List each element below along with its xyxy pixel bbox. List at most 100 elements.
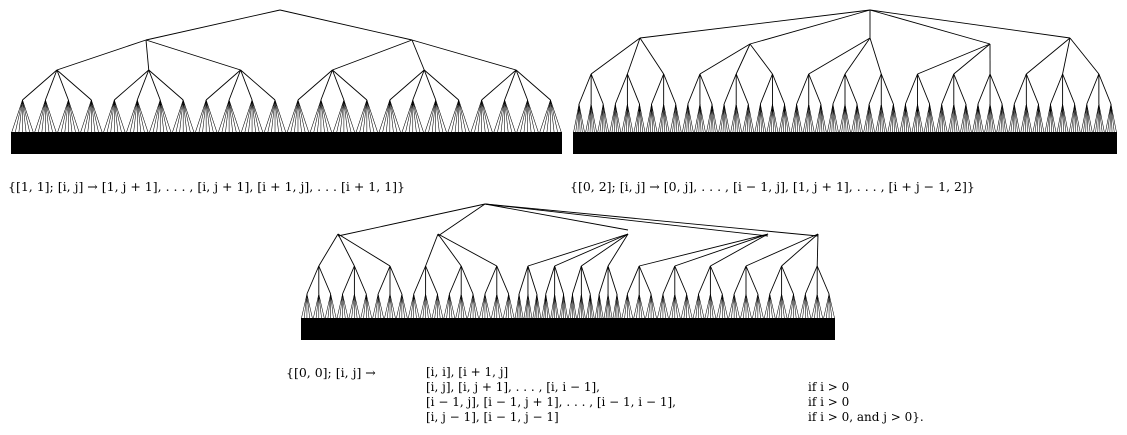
tree-1-leaf-edge xyxy=(248,99,253,133)
tree-3-leaf-edge xyxy=(764,293,771,319)
tree-1-leaf-edge xyxy=(68,99,73,133)
tree-2-edge-l1-48 xyxy=(1026,37,1071,75)
tree-3-leaf-edge xyxy=(472,293,477,319)
tree-1-leaf-edge xyxy=(205,99,218,133)
tree-2-leaf-edge xyxy=(744,103,749,133)
tree-2-leaf-edge xyxy=(599,103,604,133)
tree-3-leaf-edge xyxy=(360,293,367,319)
tree-3-leaf-edge xyxy=(710,293,717,319)
tree-1-leaf-edge xyxy=(366,99,378,133)
tree-1-leaf-edge xyxy=(182,99,191,133)
tree-1-leaf-edge xyxy=(297,99,302,133)
tree-1-leaf-edge xyxy=(481,99,486,133)
tree-1-leaf-edge xyxy=(159,99,165,133)
tree-2-leaf-edge xyxy=(953,103,960,133)
tree-3-leaf-edge xyxy=(588,293,591,319)
tree-3-edge-l2-23 xyxy=(496,265,510,295)
tree-2-leaf-edge xyxy=(759,103,761,133)
tree-1-leaf-edge xyxy=(435,99,447,133)
tree-1-leaf-edge xyxy=(412,99,424,133)
tree-3-leaf-edge xyxy=(496,293,503,319)
tree-3-leaf-edge xyxy=(541,293,547,319)
tree-2-leaf-edge xyxy=(675,103,680,133)
tree-2-leaf-edge xyxy=(929,103,931,133)
tree-3-edge-root-1 xyxy=(437,203,486,237)
tree-3-leaf-edge xyxy=(721,293,728,319)
tree-1-leaf-edge xyxy=(202,99,207,133)
tree-2-leaf-edge xyxy=(889,103,894,133)
tree-1-leaf-edge xyxy=(80,99,92,133)
tree-1-leaf-edge xyxy=(543,99,551,133)
tree-2-leaf-edge xyxy=(1050,103,1052,133)
tree-2-leaf-edge xyxy=(651,103,656,133)
tree-2-leaf-edge xyxy=(1086,103,1089,133)
tree-3-edge-l2-3 xyxy=(318,265,332,295)
tree-3-edge-l2-49 xyxy=(698,265,711,295)
tree-3-edge-l2-47 xyxy=(674,265,688,295)
tree-2-edge-l2-29 xyxy=(832,73,846,105)
tree-2-leaf-edge xyxy=(796,103,801,133)
tree-2-edge-l2-19 xyxy=(735,73,749,105)
tree-3-leaf-edge xyxy=(662,293,666,319)
tree-2-leaf-edge xyxy=(1012,103,1015,133)
tree-3-edge-l2-57 xyxy=(769,265,783,295)
tree-3-leaf-edge xyxy=(790,293,794,319)
tree-2-leaf-edge xyxy=(760,103,762,133)
tree-2-leaf-edge xyxy=(1050,103,1057,133)
tree-3-edge-l1-36 xyxy=(607,233,629,267)
tree-2-leaf-edge xyxy=(832,103,839,133)
tree-2-leaf-edge xyxy=(911,103,918,133)
tree-2-leaf-edge xyxy=(639,103,644,133)
tree-2-leaf-edge xyxy=(899,103,906,133)
tree-2-edge-l1-16 xyxy=(735,43,751,75)
tree-3-leaf-edge xyxy=(443,293,450,319)
tree-2-edge-l2-51 xyxy=(1025,73,1039,105)
tree-2-edge-l2-21 xyxy=(759,73,773,105)
tree-2-leaf-edge xyxy=(784,103,786,133)
tree-1-caption: {[1, 1]; [i, j] → [1, j + 1], . . . , [i… xyxy=(8,179,405,194)
tree-2-leaf-edge xyxy=(1071,103,1075,133)
tree-1-leaf-edge xyxy=(225,99,230,133)
tree-1-leaf-edge xyxy=(114,99,126,133)
tree-3-leaf-edge xyxy=(534,293,538,319)
tree-3-leaf-edge xyxy=(577,293,582,319)
tree-2-leaf-edge xyxy=(827,103,834,133)
tree-1-leaf-edge xyxy=(91,99,103,133)
tree-3-leaf-edge xyxy=(570,293,573,319)
tree-2-leaf-edge xyxy=(844,103,851,133)
tree-2-edge-l2-25 xyxy=(796,73,810,105)
tree-2-leaf-edge xyxy=(746,103,749,133)
tree-2-leaf-edge xyxy=(639,103,641,133)
tree-3-leaf-edge xyxy=(437,293,441,319)
tree-2-leaf-edge xyxy=(893,103,897,133)
tree-2-edge-l2-27 xyxy=(808,73,822,105)
tree-1-leaf-edge xyxy=(320,99,325,133)
tree-3-leaf-edge xyxy=(523,293,529,319)
tree-2-leaf-edge xyxy=(1049,103,1051,133)
tree-2-leaf-edge xyxy=(590,103,595,133)
tree-1-edge-l1-20 xyxy=(411,39,425,71)
tree-1-leaf-edge xyxy=(15,99,23,133)
tree-3-leaf-edge xyxy=(648,293,652,319)
tree-3-leaf-edge xyxy=(303,293,308,319)
tree-2-leaf-edge xyxy=(621,103,628,133)
tree-2-leaf-edge xyxy=(893,103,900,133)
tree-3-leaf-edge xyxy=(659,293,664,319)
tree-2-leaf-edge xyxy=(880,103,887,133)
tree-3-leaf-edge xyxy=(586,293,591,319)
tree-3-leaf-edge xyxy=(596,293,600,319)
tree-2-leaf-edge xyxy=(748,103,752,133)
tree-3-leaf-edge xyxy=(419,293,426,319)
tree-3-leaf-edge xyxy=(805,293,809,319)
tree-2-leaf-edge xyxy=(853,103,858,133)
tree-3-leaf-edge xyxy=(811,293,818,319)
tree-1-leaf-edge xyxy=(287,99,299,133)
tree-1-svg xyxy=(11,9,562,154)
tree-3-leaf-edge xyxy=(532,293,538,319)
tree-3-leaf-edge xyxy=(733,293,740,319)
tree-1-leaf-edge xyxy=(408,99,414,133)
tree-1-leaf-edge xyxy=(129,99,138,133)
tree-2-leaf-edge xyxy=(589,103,592,133)
tree-2-leaf-edge xyxy=(670,103,677,133)
tree-1-edge-l2-16 xyxy=(297,69,333,101)
